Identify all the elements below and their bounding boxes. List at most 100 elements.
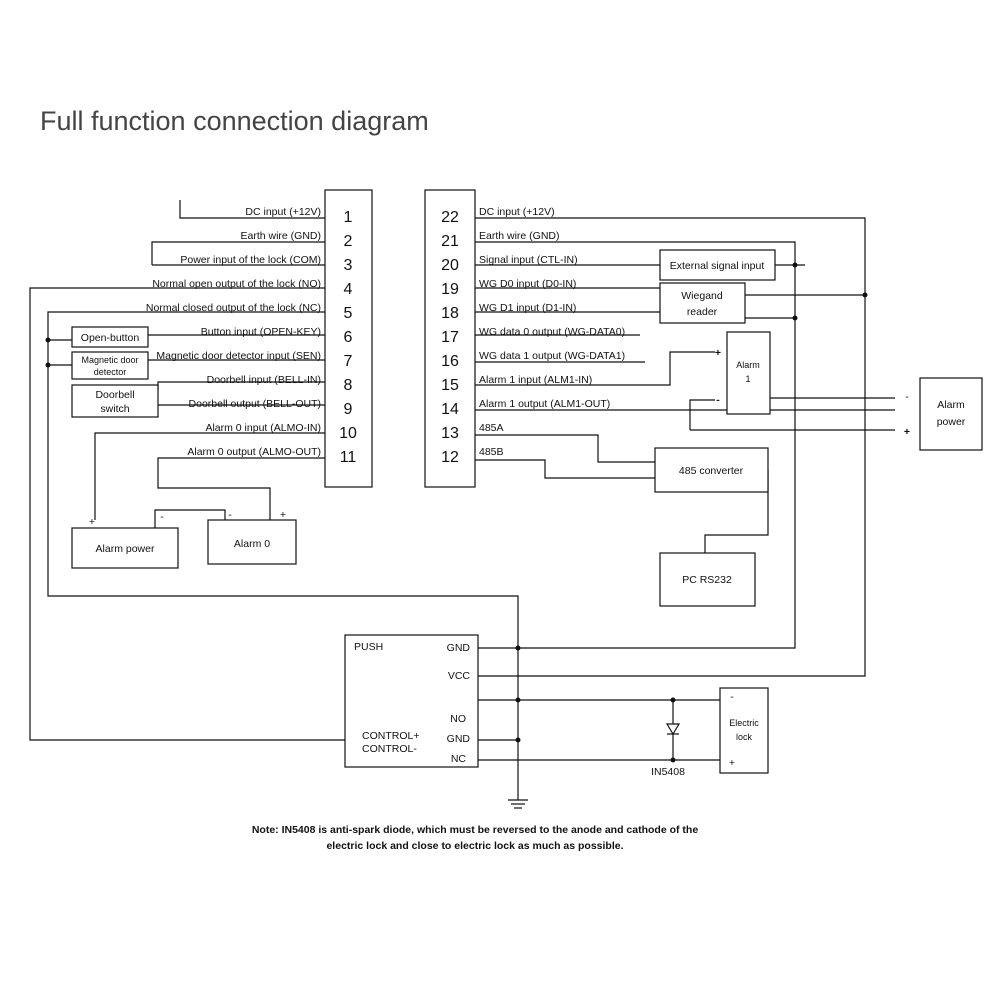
electric-lock-label-2: lock	[736, 732, 753, 742]
alarm-power-right-label-2: power	[937, 416, 966, 428]
terminal-number: 4	[344, 281, 353, 298]
magnetic-door-box	[71, 351, 149, 380]
electric-lock-box	[719, 687, 769, 774]
push-vcc: VCC	[448, 670, 471, 682]
external-signal-label: External signal input	[670, 260, 765, 272]
push-label: PUSH	[354, 641, 383, 653]
terminal-label: WG D0 input (D0-IN)	[479, 278, 576, 290]
left-terminal-block	[324, 189, 373, 488]
pc-rs232-box	[659, 552, 756, 607]
converter-485-box	[654, 447, 769, 493]
alarm-power-right-label-1: Alarm	[937, 399, 965, 411]
diagram-title: Full function connection diagram	[40, 106, 429, 136]
terminal-number: 22	[441, 209, 459, 226]
alarm1-label-1: Alarm	[736, 360, 760, 370]
terminal-number: 12	[441, 449, 459, 466]
wire-485a	[475, 434, 655, 463]
pc-rs232-label: PC RS232	[682, 574, 732, 586]
wire-alarm-neg	[154, 509, 226, 528]
junction-dot	[515, 645, 521, 651]
wire-gnd-com-loop	[151, 241, 325, 265]
terminal-number: 5	[344, 305, 353, 322]
terminal-label: Doorbell output (BELL-OUT)	[189, 398, 321, 410]
converter-485-label: 485 converter	[679, 465, 744, 477]
doorbell-label-1: Doorbell	[95, 389, 134, 401]
junction-dot	[515, 697, 521, 703]
alarm0-minus: -	[228, 509, 232, 521]
terminal-number: 6	[344, 329, 353, 346]
alarm1-plus: +	[715, 347, 721, 359]
terminal-label: DC input (+12V)	[479, 206, 555, 218]
terminal-label: Power input of the lock (COM)	[180, 254, 321, 266]
wire-almo-in	[94, 432, 325, 520]
wiegand-reader-box	[659, 282, 746, 324]
push-nc: NC	[451, 753, 467, 765]
note-line-1: Note: IN5408 is anti-spark diode, which …	[252, 824, 699, 836]
terminal-number: 16	[441, 353, 459, 370]
open-button-label: Open-button	[81, 332, 140, 344]
wiegand-label-1: Wiegand	[681, 290, 723, 302]
terminal-number: 17	[441, 329, 459, 346]
alarm1-minus: -	[716, 394, 720, 406]
push-gnd-top: GND	[447, 642, 471, 654]
terminal-label: 485A	[479, 422, 504, 434]
alarm-power-left-label: Alarm power	[96, 543, 155, 555]
junction-dot	[792, 262, 798, 268]
doorbell-label-2: switch	[100, 403, 129, 415]
doorbell-switch-box	[71, 384, 159, 418]
junction-dot	[45, 337, 51, 343]
terminal-number: 19	[441, 281, 459, 298]
wire-gnd-right	[475, 241, 796, 649]
terminal-number: 9	[344, 401, 353, 418]
terminal-number: 10	[339, 425, 357, 442]
alarm-power-right-box	[919, 377, 983, 451]
terminal-label: Doorbell input (BELL-IN)	[207, 374, 321, 386]
alarm1-label-2: 1	[745, 374, 750, 384]
push-gnd-mid: GND	[447, 733, 471, 745]
push-no: NO	[450, 713, 466, 725]
junction-dot	[45, 362, 51, 368]
magnetic-door-label-2: detector	[94, 367, 127, 377]
junction-dot	[515, 737, 521, 743]
wire-almo-out	[157, 457, 325, 520]
wire-converter-pc	[704, 470, 769, 553]
terminal-number: 21	[441, 233, 459, 250]
external-signal-box	[659, 249, 776, 281]
note-line-2: electric lock and close to electric lock…	[326, 840, 623, 852]
wires	[29, 200, 895, 809]
terminal-label: Normal closed output of the lock (NC)	[146, 302, 321, 314]
diode-icon	[665, 723, 681, 736]
right-terminal-block	[424, 189, 476, 488]
terminal-label: Magnetic door detector input (SEN)	[156, 350, 321, 362]
terminal-label: Alarm 0 output (ALMO-OUT)	[187, 446, 321, 458]
terminal-number: 15	[441, 377, 459, 394]
terminal-number: 2	[344, 233, 353, 250]
terminal-label: Signal input (CTL-IN)	[479, 254, 578, 266]
terminal-label: Earth wire (GND)	[479, 230, 560, 242]
alarm1-box	[726, 331, 771, 415]
wiegand-label-2: reader	[687, 306, 718, 318]
push-control-minus: CONTROL-	[362, 743, 417, 755]
terminal-label: Button input (OPEN-KEY)	[201, 326, 321, 338]
wire-dc-right	[475, 217, 866, 677]
terminal-number: 18	[441, 305, 459, 322]
magnetic-door-label-1: Magnetic door	[81, 355, 138, 365]
terminal-label: Alarm 0 input (ALMO-IN)	[205, 422, 321, 434]
terminal-number: 11	[340, 449, 357, 466]
terminal-number: 13	[441, 425, 459, 442]
terminal-number: 8	[344, 377, 353, 394]
wire-alm1-in	[475, 351, 715, 386]
electric-lock-minus: -	[730, 691, 734, 703]
terminal-label: Normal open output of the lock (NO)	[152, 278, 321, 290]
electric-lock-label-1: Electric	[729, 718, 759, 728]
terminal-label: Alarm 1 output (ALM1-OUT)	[479, 398, 610, 410]
wire-nc-gnd	[47, 311, 519, 800]
alarm-power-right-plus: +	[904, 426, 910, 438]
terminal-label: WG data 1 output (WG-DATA1)	[479, 350, 625, 362]
open-button-box	[71, 326, 149, 348]
wire-no-control	[29, 287, 345, 741]
alarm0-plus: +	[280, 509, 286, 521]
